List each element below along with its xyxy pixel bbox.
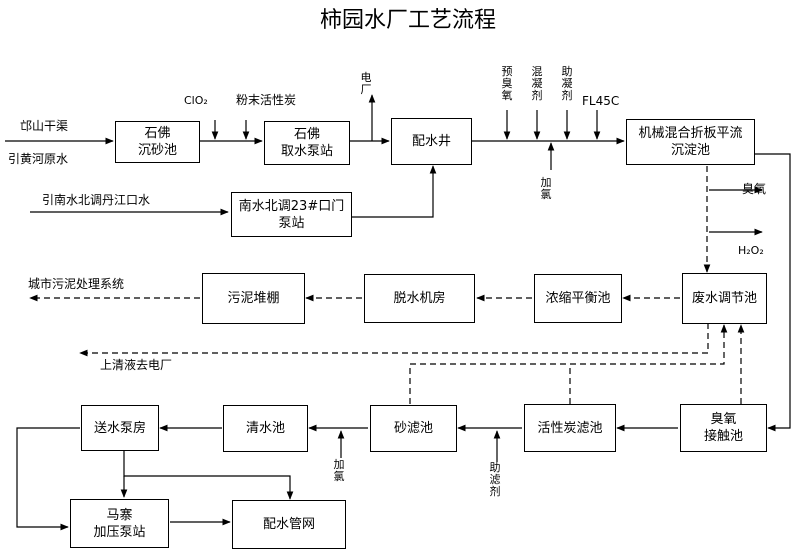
box-water-supply-pump: 送水泵房 bbox=[81, 405, 159, 451]
arrow-sediment-to-ozone bbox=[755, 153, 791, 432]
box-sludge-shed: 污泥堆棚 bbox=[202, 273, 305, 324]
box-text: 臭氧 bbox=[710, 412, 737, 427]
arrow-supply-to-network bbox=[123, 451, 294, 500]
box-south-north-pump: 南水北调23#口门 泵站 bbox=[231, 192, 352, 237]
box-text: 马寨 bbox=[106, 507, 133, 523]
label-fl45c: FL45C bbox=[582, 94, 620, 108]
box-text: 沉淀池 bbox=[670, 143, 710, 158]
box-sedimentation-tank: 机械混合折板平流 沉淀池 bbox=[626, 119, 755, 165]
label-coagulant: 混凝剂 bbox=[531, 65, 543, 102]
label-supernatant-to-plant: 上清液去电厂 bbox=[100, 358, 173, 372]
box-text: 配水井 bbox=[411, 134, 451, 149]
box-text: 配水管网 bbox=[262, 517, 315, 532]
box-text: 石佛 bbox=[144, 126, 171, 141]
arrow-south-to-well bbox=[352, 165, 437, 218]
label-clo2: ClO₂ bbox=[184, 94, 208, 107]
label-powder-activated-carbon: 粉末活性炭 bbox=[236, 93, 297, 107]
label-city-sludge-system: 城市污泥处理系统 bbox=[28, 277, 125, 291]
box-waste-regulating-tank: 废水调节池 bbox=[682, 273, 767, 324]
label-h2o2: H₂O₂ bbox=[738, 244, 764, 257]
label-filter-aid: 助滤剂 bbox=[489, 461, 501, 498]
box-text: 取水泵站 bbox=[280, 144, 333, 159]
box-sand-filter: 砂滤池 bbox=[370, 405, 457, 452]
box-text: 清水池 bbox=[245, 421, 285, 436]
dashed-sand-backwash bbox=[409, 324, 728, 404]
box-distribution-well: 配水井 bbox=[391, 118, 472, 165]
box-shifo-sand-basin: 石佛 沉砂池 bbox=[115, 121, 200, 163]
label-south-north-water: 引南水北调丹江口水 bbox=[42, 193, 151, 207]
dashed-supernatant bbox=[79, 323, 709, 357]
box-text: 活性炭滤池 bbox=[537, 420, 603, 436]
box-ozone-contact-tank: 臭氧 接触池 bbox=[680, 404, 767, 452]
box-text: 南水北调23#口门 bbox=[238, 198, 345, 214]
box-text: 浓缩平衡池 bbox=[545, 291, 611, 306]
box-text: 泵站 bbox=[278, 215, 305, 231]
box-text: 加压泵站 bbox=[93, 524, 146, 540]
arrow-supply-to-mazhai-loop bbox=[16, 427, 80, 531]
label-mangshan-canal: 邙山干渠 bbox=[20, 119, 69, 133]
label-chlorination-1: 加氯 bbox=[540, 176, 552, 201]
box-text: 石佛 bbox=[293, 127, 320, 142]
box-text: 砂滤池 bbox=[393, 421, 433, 436]
page-title: 柿园水厂工艺流程 bbox=[320, 8, 497, 33]
box-text: 接触池 bbox=[703, 429, 743, 444]
box-concentrate-tank: 浓缩平衡池 bbox=[534, 274, 622, 323]
box-shifo-intake-pump: 石佛 取水泵站 bbox=[264, 121, 350, 165]
label-chlorination-2: 加氯 bbox=[333, 458, 345, 483]
box-mazhai-booster-pump: 马寨 加压泵站 bbox=[70, 499, 169, 548]
label-coagulant-aid: 助凝剂 bbox=[561, 65, 573, 102]
box-text: 废水调节池 bbox=[691, 291, 757, 306]
box-text: 送水泵房 bbox=[93, 420, 146, 436]
box-text: 沉砂池 bbox=[137, 143, 177, 158]
label-power-plant: 电厂 bbox=[360, 71, 372, 96]
label-pre-ozone: 预臭氧 bbox=[501, 65, 513, 102]
box-activated-carbon-filter: 活性炭滤池 bbox=[524, 404, 616, 452]
label-ozone: 臭氧 bbox=[742, 182, 767, 196]
box-text: 机械混合折板平流 bbox=[638, 126, 743, 141]
box-distribution-network: 配水管网 bbox=[232, 500, 346, 549]
box-clear-water-tank: 清水池 bbox=[223, 405, 308, 452]
box-dewatering-room: 脱水机房 bbox=[364, 274, 475, 323]
box-text: 污泥堆棚 bbox=[227, 291, 280, 306]
box-text: 脱水机房 bbox=[393, 291, 446, 306]
label-yellow-river-raw-water: 引黄河原水 bbox=[8, 152, 69, 166]
